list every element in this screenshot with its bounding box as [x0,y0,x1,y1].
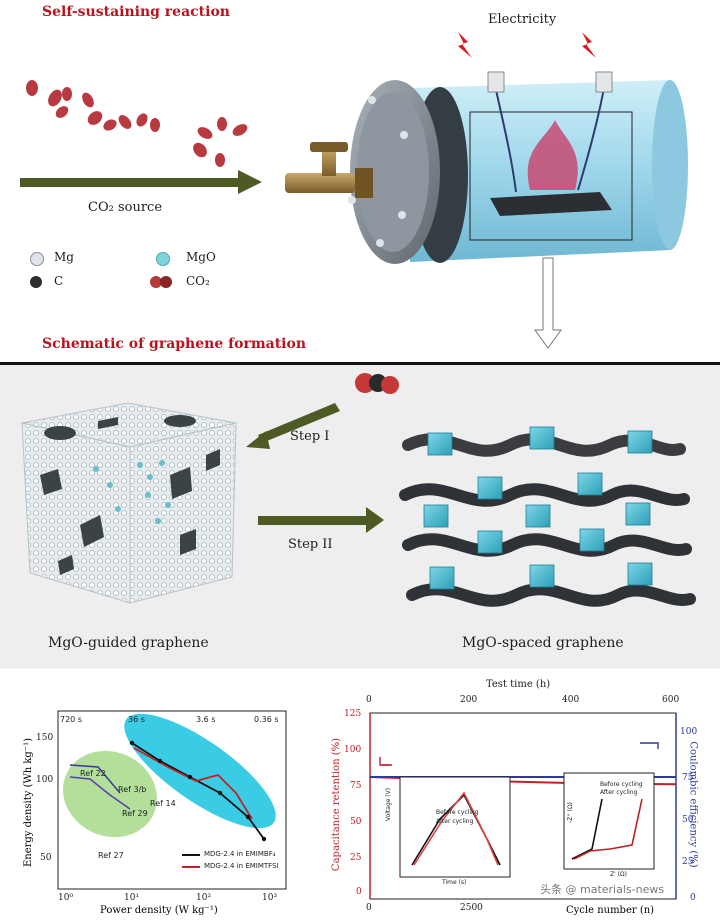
ragone-xtick-1: 10¹ [124,893,140,903]
top-title: Self-sustaining reaction [42,4,230,20]
inset2-ylabel: -Z'' (Ω) [566,802,574,823]
ragone-ref-14: Ref 14 [150,799,176,808]
ragone-toptick-1: 36 s [128,715,145,724]
cycling-lefttick-0: 0 [356,887,362,897]
legend-label-c: C [54,274,64,288]
ragone-plot [57,710,287,890]
ragone-xtick-3: 10³ [262,893,278,903]
mgo-legend-icon [156,252,170,266]
cycling-bottomtick-0: 0 [366,903,372,913]
inset1-legend-after: After cycling [436,818,474,825]
cycling-lefttick-75: 75 [350,781,362,791]
right-caption: MgO-spaced graphene [462,635,624,651]
ragone-ref-27: Ref 27 [98,851,124,860]
cycling-righttick-0: 0 [690,893,696,903]
c-legend-icon [30,276,42,288]
ragone-ref-3b: Ref 3/b [118,785,147,794]
cycling-top-label: Test time (h) [486,679,551,690]
schematic-panel: Step I Step II MgO-guided graphene MgO-s… [0,362,720,672]
cycling-right-label: Coulombic efficiency (%) [687,741,699,868]
cycling-toptick-2: 400 [562,695,580,705]
legend-label-mgo: MgO [186,250,216,264]
ragone-ytick-150: 150 [36,733,54,743]
cycling-toptick-3: 600 [662,695,680,705]
co2-molecules [26,80,248,167]
inset2-xlabel: Z' (Ω) [610,871,627,878]
ragone-xlabel: Power density (W kg⁻¹) [100,905,218,916]
ragone-ref-29: Ref 29 [122,809,148,818]
ragone-ytick-50: 50 [40,853,52,863]
cycling-toptick-0: 0 [366,695,372,705]
watermark: 头条 @ materials-news [540,881,665,897]
step1-label: Step I [290,429,330,444]
legend-label-co2: CO₂ [186,274,210,288]
cycling-righttick-100: 100 [680,727,698,737]
ragone-ref-22: Ref 22 [80,769,106,778]
co2-legend-icon-a [150,276,162,288]
ragone-xtick-0: 10⁰ [58,893,74,903]
inset1-xlabel: Time (s) [442,879,467,886]
electricity-label: Electricity [488,12,557,27]
ragone-legend-tfsi: MDG-2.4 in EMIMTFSI [204,862,279,870]
ragone-toptick-0: 720 s [60,715,82,724]
cycling-left-label: Capacitance retention (%) [331,737,343,872]
co2-source-label: CO₂ source [88,200,163,215]
cycling-righttick-50: 50 [682,815,694,825]
cycling-lefttick-100: 100 [344,745,362,755]
top-illustration [20,32,688,349]
inset1-legend-before: Before cycling [436,809,479,816]
cycling-toptick-1: 200 [460,695,478,705]
ragone-xtick-2: 10² [196,893,212,903]
ragone-ytick-100: 100 [36,775,54,785]
mg-legend-icon [30,252,44,266]
inset2-legend-after: After cycling [600,789,638,796]
inset2-legend-before: Before cycling [600,781,643,788]
co2-legend-icon-b [160,276,172,288]
cycling-lefttick-125: 125 [344,709,362,719]
cycling-bottomtick-2500: 2500 [460,903,483,913]
cycling-lefttick-25: 25 [350,853,362,863]
ragone-legend-bf4: MDG-2.4 in EMIMBF₄ [204,850,276,858]
ragone-toptick-2: 3.6 s [196,715,216,724]
left-caption: MgO-guided graphene [48,635,209,651]
inset1-ylabel: Voltage (V) [385,787,393,822]
step2-label: Step II [288,537,333,552]
legend: Mg C MgO CO₂ [30,248,270,298]
cycling-righttick-25: 25 [682,857,694,867]
cycling-lefttick-50: 50 [350,817,362,827]
charts-panel: 150 100 50 10⁰ 10¹ 10² 10³ 720 s 36 s 3.… [0,669,720,920]
legend-label-mg: Mg [54,250,74,264]
ragone-toptick-3: 0.36 s [254,715,279,724]
schematic-illustration [21,373,696,607]
cycling-plot [369,712,677,900]
ragone-ylabel: Energy density (Wh kg⁻¹) [23,737,35,868]
schematic-title: Schematic of graphene formation [42,336,307,352]
cycling-bottom-label: Cycle number (n) [566,905,655,916]
cycling-righttick-75: 75 [682,773,694,783]
